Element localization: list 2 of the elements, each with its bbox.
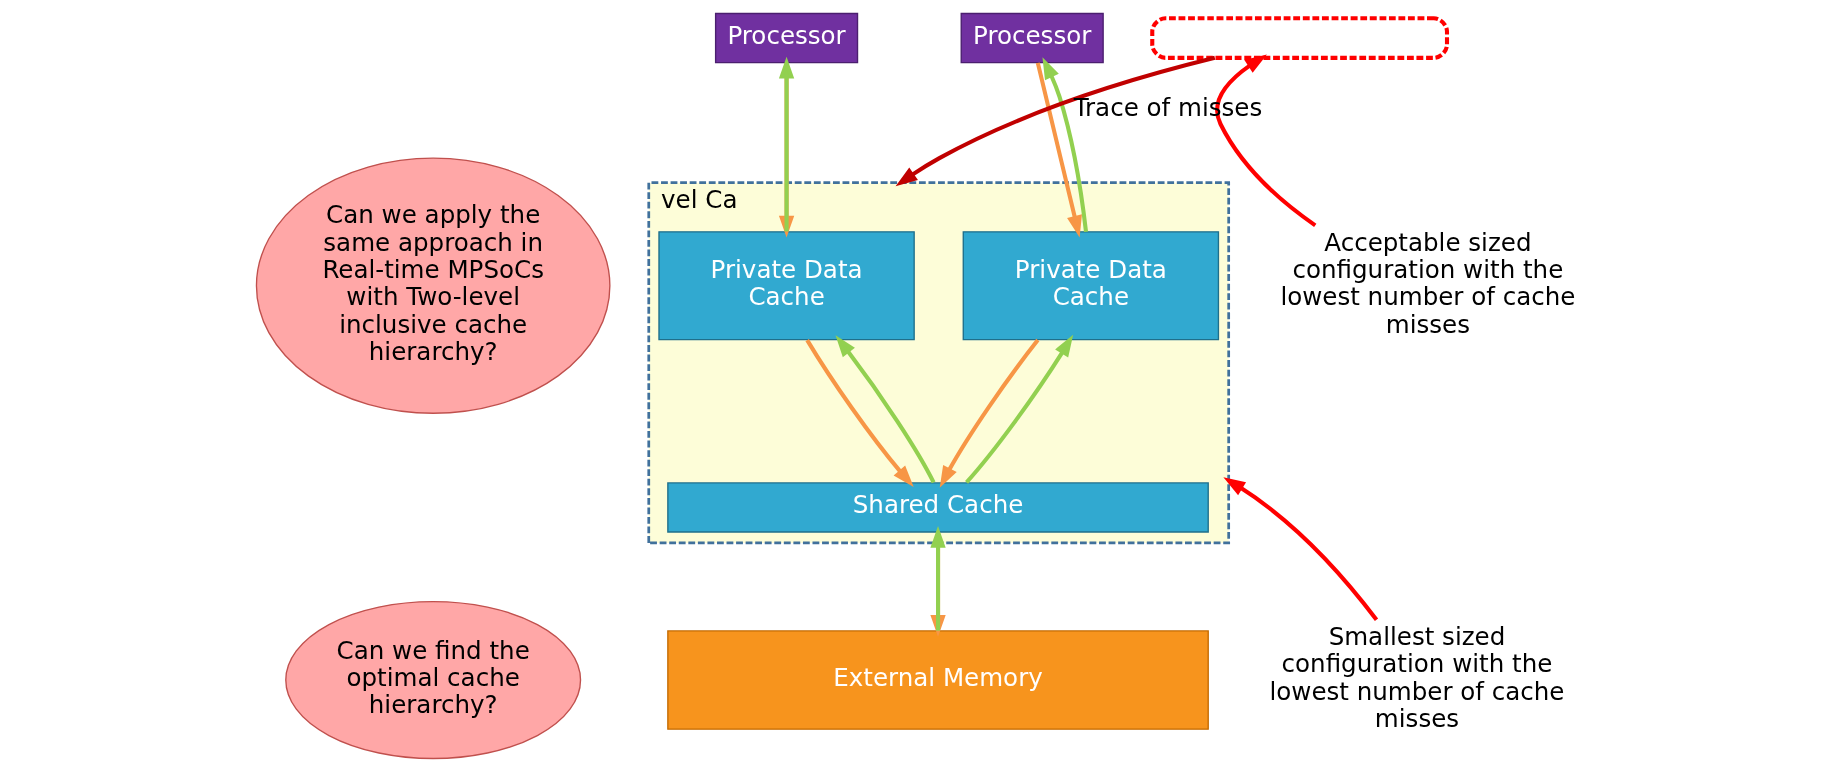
node-text: Acceptable sized configuration with the lowest number of cache misses (1279, 227, 1575, 339)
node-text: Smallest sized configuration with the lowest number of cache misses (1268, 622, 1564, 733)
